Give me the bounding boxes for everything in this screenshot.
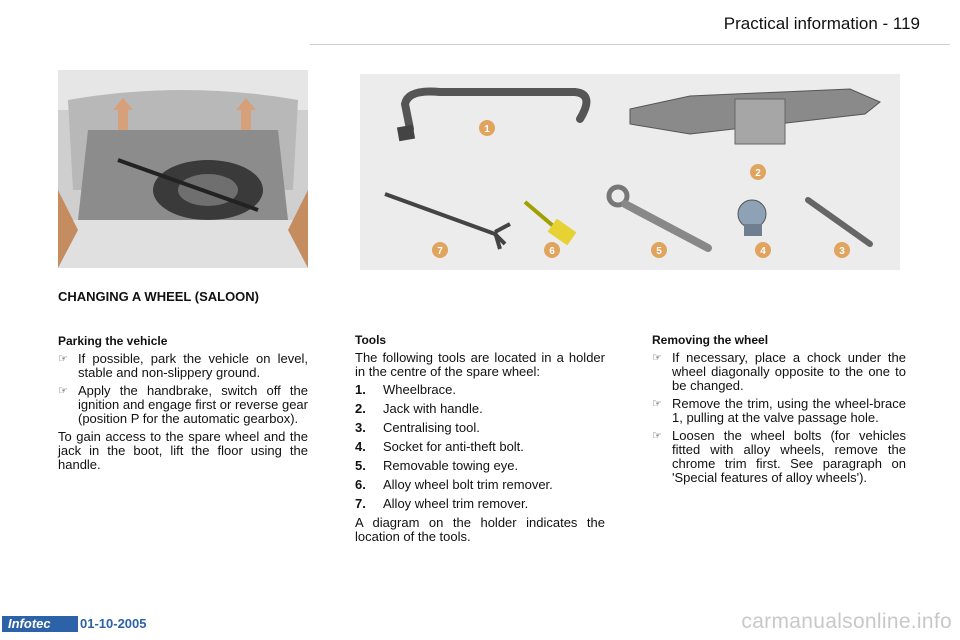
tool-label-3: 3 [834,242,850,258]
svg-text:4: 4 [760,246,766,257]
tools-column: Tools The following tools are located in… [355,333,605,548]
tool-label-2: 2 [750,164,766,180]
parking-bullet: ☞ Apply the handbrake, switch off the ig… [58,383,308,426]
removing-column: Removing the wheel ☞ If necessary, place… [652,333,906,489]
removing-bullet: ☞ If necessary, place a chock under the … [652,350,906,393]
tool-list-item: 1.Wheelbrace. [355,382,456,397]
tool-list-item: 7.Alloy wheel trim remover. [355,496,529,511]
tool-label-7: 7 [432,242,448,258]
removing-heading: Removing the wheel [652,333,769,347]
svg-text:3: 3 [839,246,845,257]
svg-text:6: 6 [549,246,555,257]
parking-column: Parking the vehicle ☞ If possible, park … [58,334,308,476]
tools-heading: Tools [355,333,387,347]
infotec-logo: Infotec [2,616,78,632]
watermark: carmanualsonline.info [741,610,952,633]
tools-illustration: 1 2 3 4 5 6 7 [360,74,900,270]
tools-outro: A diagram on the holder indicates the lo… [355,515,605,544]
page-title: Practical information - 119 [723,14,920,33]
pointing-hand-icon: ☞ [58,385,68,397]
removing-bullet: ☞ Remove the trim, using the wheel-brace… [652,396,906,425]
tool-label-5: 5 [651,242,667,258]
tool-list-item: 2.Jack with handle. [355,401,483,416]
footer-date: 01-10-2005 [80,616,147,631]
pointing-hand-icon: ☞ [652,352,662,364]
section-title: CHANGING A WHEEL (SALOON) [58,289,260,304]
tool-list-item: 3.Centralising tool. [355,420,480,435]
tool-list-item: 4.Socket for anti-theft bolt. [355,439,524,454]
tool-label-1: 1 [479,120,495,136]
page-header: Practical information - 119 [0,0,960,45]
header-divider [310,44,950,45]
svg-text:1: 1 [484,124,490,135]
parking-bullet: ☞ If possible, park the vehicle on level… [58,351,308,380]
svg-text:2: 2 [755,168,761,179]
tool-list-item: 5.Removable towing eye. [355,458,519,473]
svg-text:7: 7 [437,246,443,257]
pointing-hand-icon: ☞ [58,353,68,365]
tool-label-6: 6 [544,242,560,258]
boot-spare-wheel-photo [58,70,308,268]
tool-label-4: 4 [755,242,771,258]
removing-bullet: ☞ Loosen the wheel bolts (for vehicles f… [652,428,906,485]
tools-intro: The following tools are located in a hol… [355,350,605,379]
svg-text:5: 5 [656,246,662,257]
pointing-hand-icon: ☞ [652,398,662,410]
parking-heading: Parking the vehicle [58,334,168,348]
parking-paragraph: To gain access to the spare wheel and th… [58,429,308,472]
tool-list-item: 6.Alloy wheel bolt trim remover. [355,477,553,492]
pointing-hand-icon: ☞ [652,430,662,442]
